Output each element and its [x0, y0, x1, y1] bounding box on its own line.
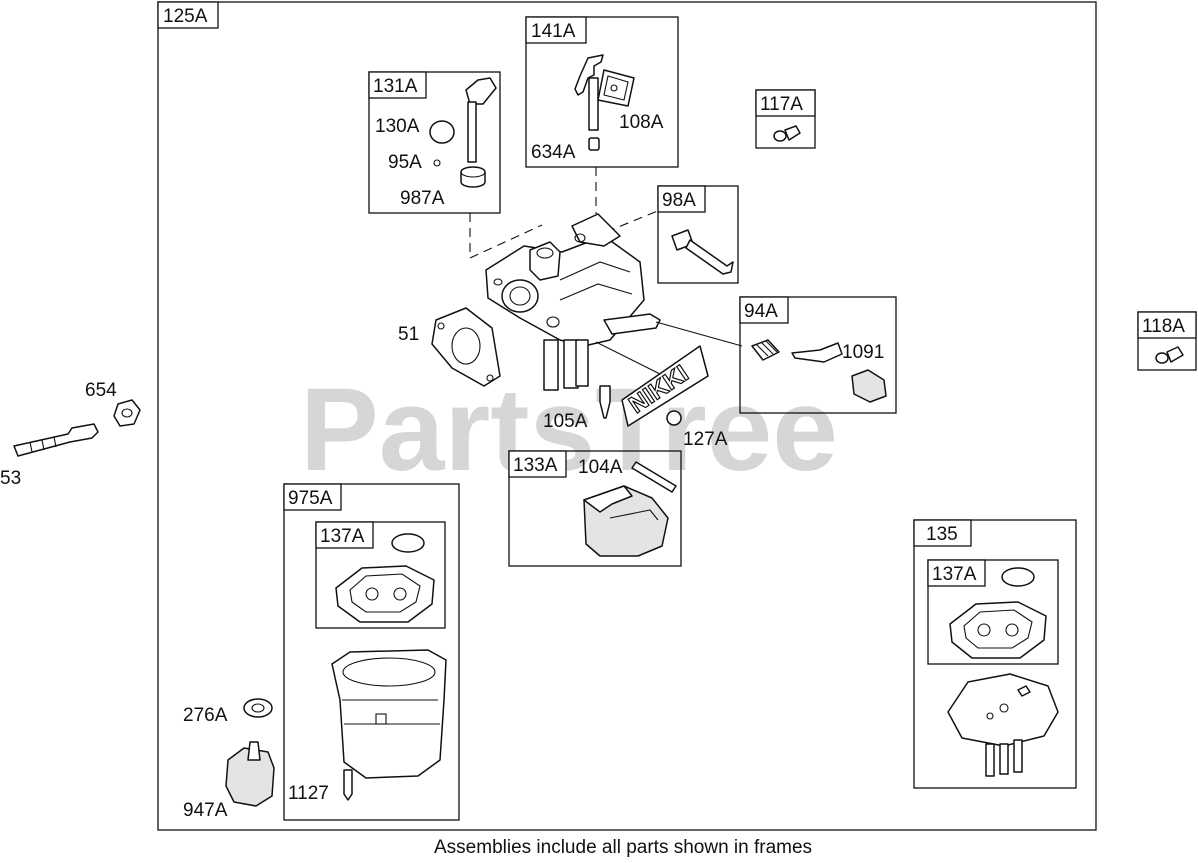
- part-947a[interactable]: 947A: [183, 741, 275, 821]
- idle-screw-part: [685, 239, 734, 275]
- fitting-117a-part: [784, 125, 801, 141]
- part-label-127a[interactable]: 127A: [683, 429, 728, 450]
- frame-94a: [739, 296, 897, 414]
- frame-135-group[interactable]: 135 137A: [913, 519, 1077, 789]
- part-label-276a[interactable]: 276A: [183, 705, 228, 726]
- frame-117a-group[interactable]: 117A: [755, 89, 816, 149]
- part-label-1127[interactable]: 1127: [288, 783, 329, 804]
- frame-133a: [508, 450, 682, 567]
- o-ring-part: [391, 533, 425, 553]
- part-label-51[interactable]: 51: [398, 324, 419, 345]
- frame-label-975a: 975A: [288, 488, 333, 509]
- caption: Assemblies include all parts shown in fr…: [434, 837, 812, 858]
- frame-141a: [525, 16, 679, 168]
- gasket-part: [431, 307, 501, 387]
- frame-label-131a: 131A: [373, 76, 418, 97]
- frame-label-98a: 98A: [662, 190, 696, 211]
- bushing-part: [588, 137, 600, 151]
- frame-131a-group[interactable]: 131A 130A 95A 987A: [368, 71, 501, 214]
- frame-141a-group[interactable]: 141A 108A 634A: [525, 16, 679, 168]
- part-label-95a[interactable]: 95A: [388, 152, 422, 173]
- frame-label-137a-side: 137A: [932, 564, 977, 585]
- part-label-987a[interactable]: 987A: [400, 188, 445, 209]
- part-label-105a[interactable]: 105A: [543, 411, 588, 432]
- part-127a[interactable]: 127A: [666, 410, 728, 450]
- stud-53-part: [13, 423, 99, 457]
- part-label-634a[interactable]: 634A: [531, 142, 576, 163]
- frame-131a: [368, 71, 501, 214]
- frame-label-133a: 133A: [513, 455, 558, 476]
- part-label-1091[interactable]: 1091: [842, 342, 884, 363]
- frame-label-94a: 94A: [744, 301, 778, 322]
- frame-label-141a: 141A: [531, 21, 576, 42]
- throttle-plate-part: [429, 120, 455, 144]
- mixture-spring-part: [751, 339, 780, 361]
- frame-137a-main: [315, 521, 446, 629]
- part-654-53[interactable]: 654 53: [0, 380, 141, 489]
- o-ring-side-part: [1001, 567, 1035, 587]
- choke-plate-part: [597, 69, 635, 107]
- part-label-108a[interactable]: 108A: [619, 112, 664, 133]
- frame-133a-group[interactable]: 133A 104A: [508, 450, 682, 567]
- frame-label-118a: 118A: [1142, 316, 1185, 337]
- part-label-104a[interactable]: 104A: [578, 457, 623, 478]
- gasket-51[interactable]: 51: [398, 307, 501, 387]
- washer-127a-part: [666, 410, 682, 426]
- choke-lever-part: [574, 54, 604, 96]
- frame-975a-group[interactable]: 975A 137A 1127: [283, 483, 460, 821]
- part-label-947a[interactable]: 947A: [183, 800, 228, 821]
- mixture-needle-part: [791, 342, 843, 363]
- fitting-118a-part: [1166, 346, 1184, 363]
- frame-137a-side: [927, 559, 1059, 665]
- nut-654-part: [113, 399, 141, 427]
- part-label-130a[interactable]: 130A: [375, 116, 420, 137]
- base-plate-part: [947, 673, 1059, 747]
- bowl-screw-part: [343, 769, 353, 801]
- float-bowl-part: [331, 649, 447, 779]
- frame-118a-group[interactable]: 118A: [1137, 311, 1197, 371]
- frame-label-117a: 117A: [760, 94, 803, 115]
- frame-94a-group[interactable]: 94A 1091: [739, 296, 897, 414]
- solenoid-cap-part: [851, 369, 887, 403]
- frame-125a: [157, 1, 1097, 831]
- throttle-lever-part: [465, 77, 497, 105]
- frame-98a-group[interactable]: 98A: [657, 185, 739, 284]
- frame-label-137a-main: 137A: [320, 526, 365, 547]
- fuel-inlet-part: [603, 313, 661, 335]
- carburetor-body[interactable]: [469, 167, 743, 391]
- frame-label-125a: 125A: [163, 6, 208, 27]
- washer-276a-part: [243, 698, 273, 718]
- float-pin-part: [631, 461, 677, 493]
- choke-shaft-part: [588, 77, 599, 131]
- part-105a[interactable]: 105A: [543, 385, 611, 432]
- throttle-screw-part: [433, 159, 441, 167]
- part-276a[interactable]: 276A: [183, 698, 273, 726]
- throttle-shaft-part: [467, 101, 477, 163]
- part-label-53[interactable]: 53: [0, 468, 21, 489]
- frame-label-135: 135: [926, 524, 958, 545]
- frame-975a: [283, 483, 460, 821]
- part-label-654[interactable]: 654: [85, 380, 117, 401]
- frame-135: [913, 519, 1077, 789]
- inlet-needle-part: [599, 385, 611, 419]
